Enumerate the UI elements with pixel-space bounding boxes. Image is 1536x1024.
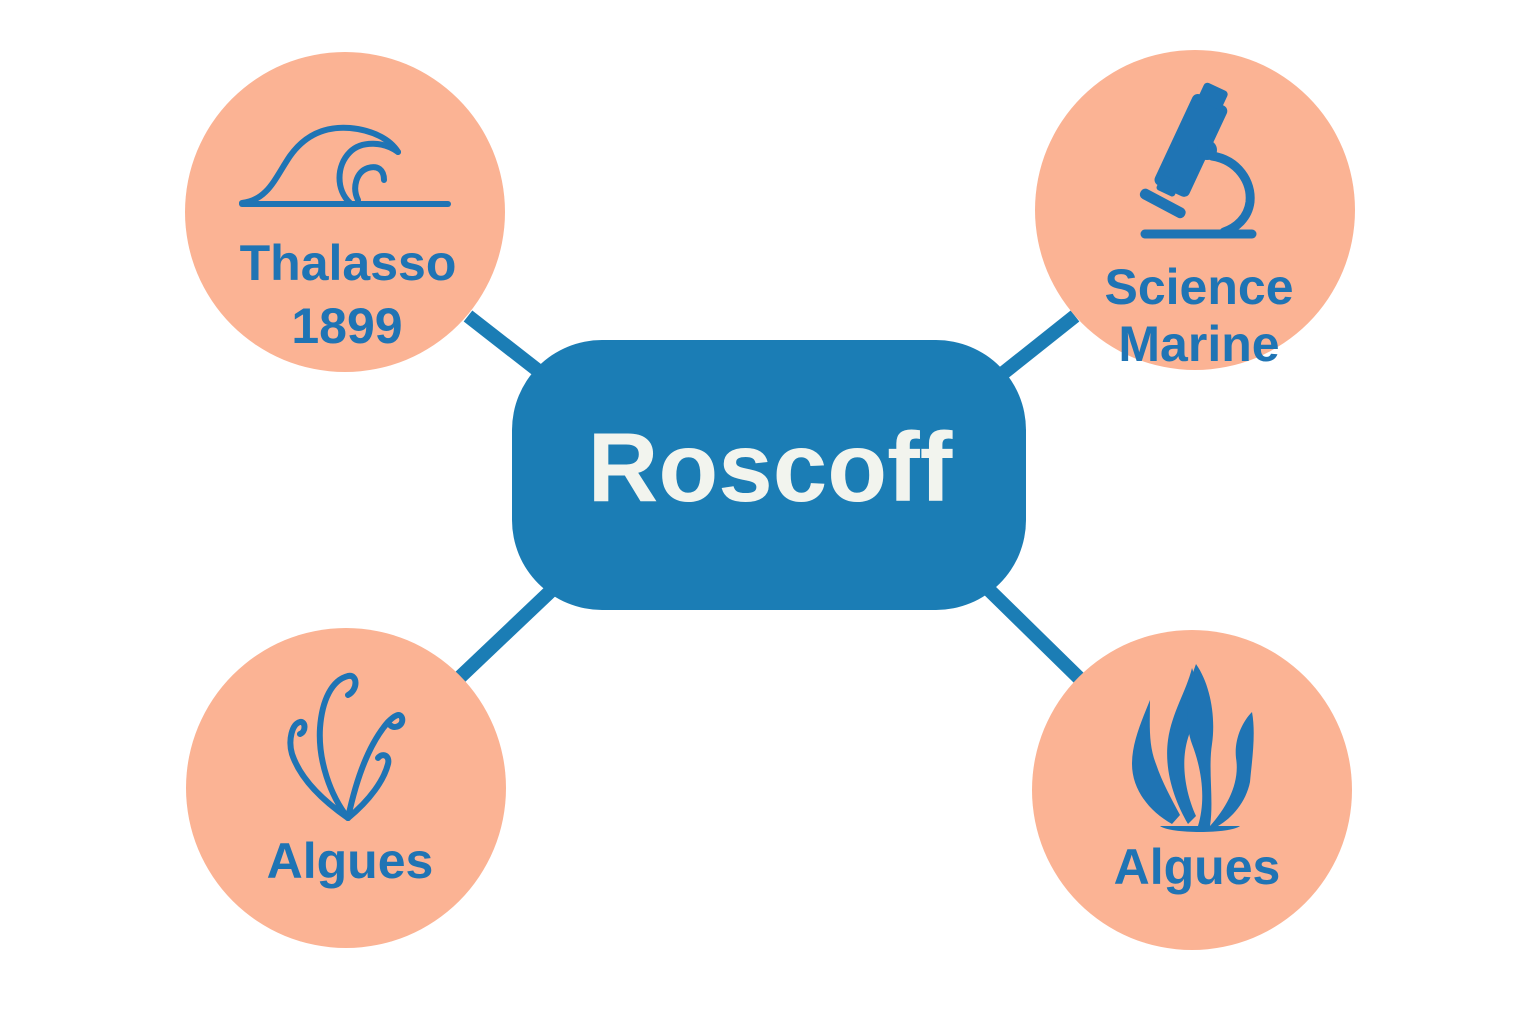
node-circle	[186, 628, 506, 948]
microscope-icon	[1139, 82, 1257, 239]
connector-top-right	[987, 310, 1080, 388]
connector-bottom-left	[452, 580, 561, 686]
node-algues-right: Algues	[1032, 630, 1352, 950]
node-circle	[185, 52, 505, 372]
hub-box	[512, 340, 1026, 610]
node-thalasso: Thalasso 1899	[185, 52, 505, 372]
node-label: Algues	[267, 833, 434, 889]
node-science-marine: Science Marine	[1035, 50, 1355, 372]
node-label-line-2: 1899	[291, 298, 402, 354]
node-circle	[1032, 630, 1352, 950]
connector-top-left	[463, 310, 550, 382]
node-label-line-2: Marine	[1118, 316, 1279, 372]
wave-icon	[239, 124, 451, 207]
hub-node: Roscoff	[512, 340, 1026, 610]
seaweed-sprout-icon	[287, 672, 406, 821]
node-label: Algues	[1114, 839, 1281, 895]
node-label-line-1: Thalasso	[240, 235, 457, 291]
connectors	[452, 310, 1087, 686]
node-circle	[1035, 50, 1355, 370]
node-algues-left: Algues	[186, 628, 506, 948]
hub-label: Roscoff	[588, 412, 953, 522]
connector-bottom-right	[978, 579, 1087, 686]
kelp-icon	[1132, 664, 1254, 832]
node-label-line-1: Science	[1104, 259, 1293, 315]
